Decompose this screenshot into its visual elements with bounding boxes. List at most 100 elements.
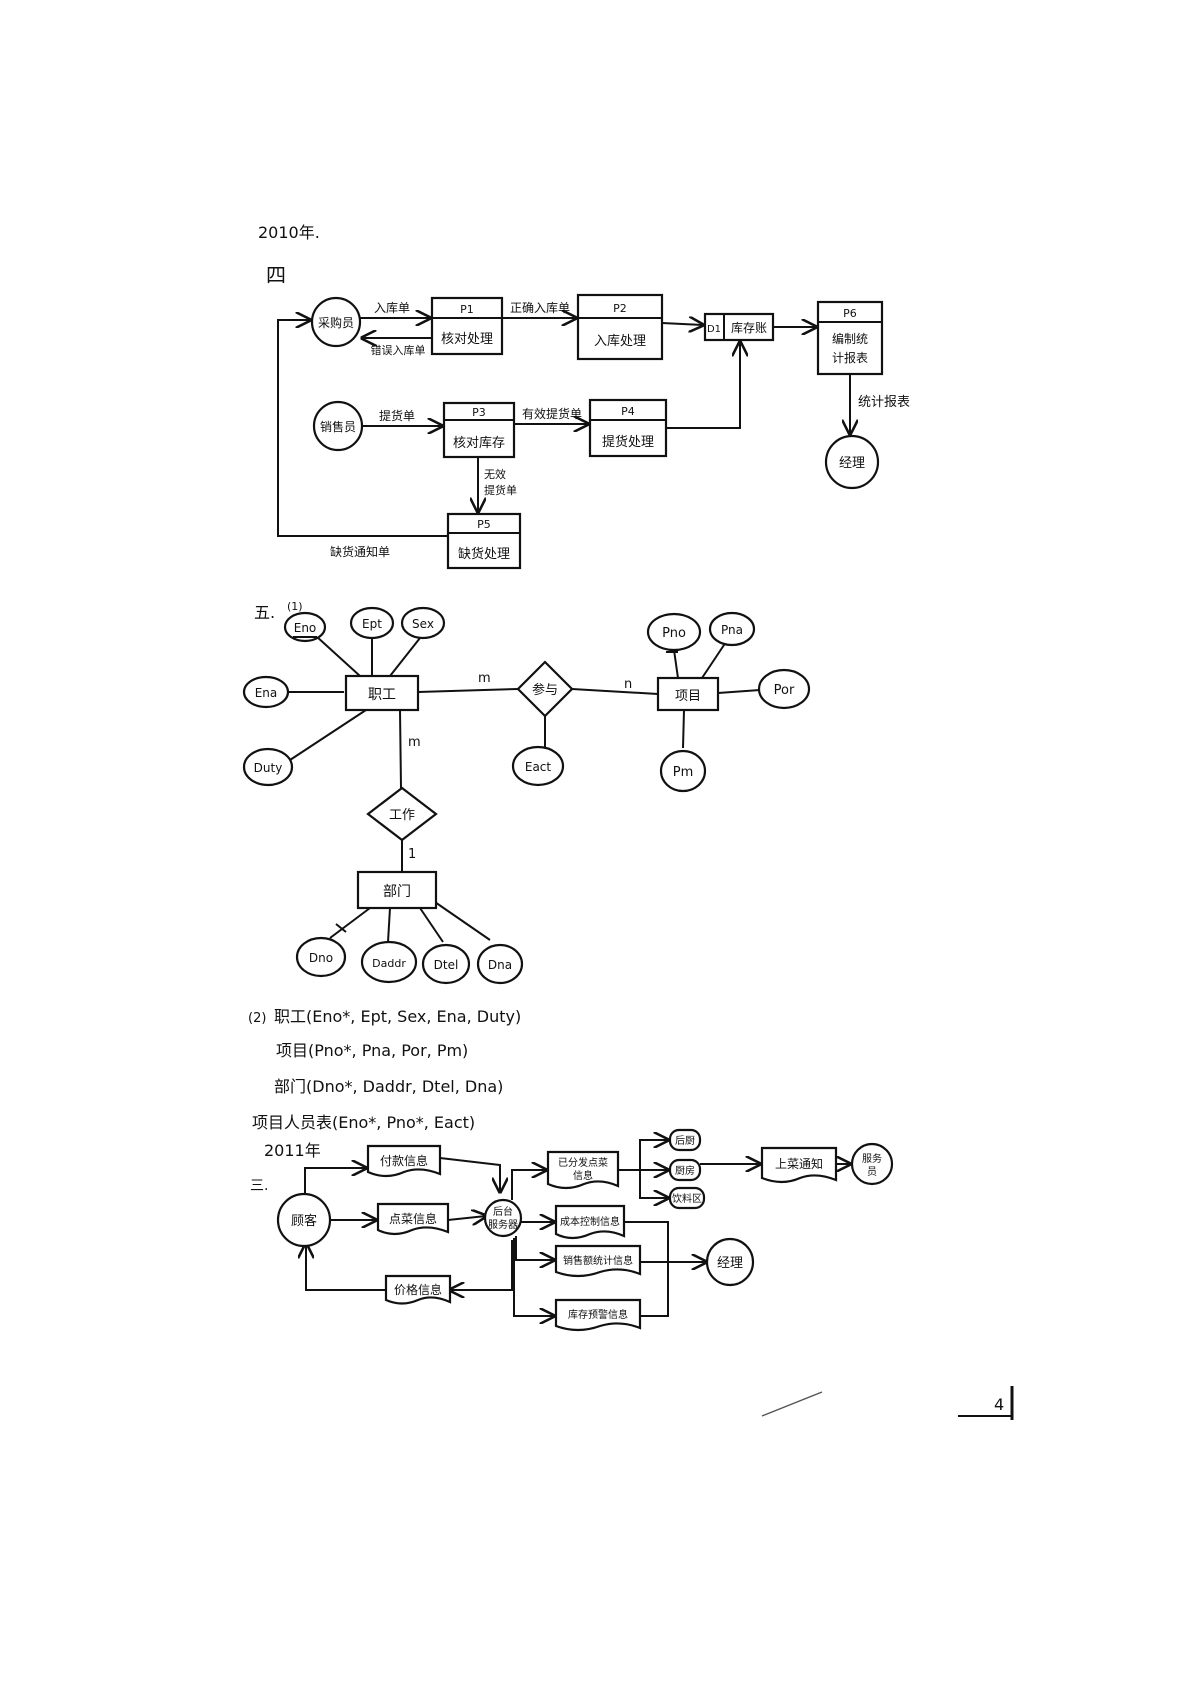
attr-eno-label: Eno xyxy=(294,621,317,635)
station-chef-label: 厨房 xyxy=(675,1164,695,1177)
attr-pno-label: Pno xyxy=(662,626,686,641)
process-p1-id: P1 xyxy=(460,303,474,316)
attr-eact xyxy=(511,745,565,787)
flow-shortage-notice: 缺货通知单 xyxy=(330,544,390,559)
process-p5-id: P5 xyxy=(477,518,491,531)
entity-seller-label: 销售员 xyxy=(320,419,356,434)
doc-dispatched-label-1: 已分发点菜 xyxy=(558,1156,608,1169)
attr-ept-label: Ept xyxy=(362,617,382,631)
schema-project-staff: 项目人员表(Eno*, Pno*, Eact) xyxy=(252,1113,475,1132)
doc-dispatched-label-2: 信息 xyxy=(573,1169,593,1182)
doc-cost-report xyxy=(554,1204,626,1240)
q3-customer xyxy=(276,1192,332,1248)
doc-price-info xyxy=(384,1274,452,1305)
attr-pna xyxy=(708,611,756,647)
station-chef xyxy=(668,1158,702,1182)
attr-pno xyxy=(646,612,702,652)
attr-daddr xyxy=(360,940,418,984)
schema-employee: 职工(Eno*, Ept, Sex, Ena, Duty) xyxy=(274,1007,521,1026)
entity-employee-label: 职工 xyxy=(368,687,396,703)
doc-order-info-label: 点菜信息 xyxy=(389,1211,437,1226)
doc-dispatched-order xyxy=(546,1150,620,1190)
doc-inventory-report-label: 库存预警信息 xyxy=(568,1308,628,1321)
attr-pm-label: Pm xyxy=(673,765,694,780)
q4-dfd: 采购员 销售员 经理 P1 核对处理 P2 入库处理 D1 库存账 P6 编制统… xyxy=(277,293,910,570)
process-p6-name-1: 编制统 xyxy=(832,331,868,346)
process-p3-id: P3 xyxy=(472,406,486,419)
q4-heading: 四 xyxy=(266,263,286,287)
attr-ena xyxy=(242,675,290,709)
q3-2011-diagram: 顾客 付款信息 点菜信息 价格信息 后台 服务器 已分发点菜 信息 后厨 厨房 … xyxy=(276,1128,894,1332)
attr-ena-label: Ena xyxy=(255,686,278,700)
q3-manager-label: 经理 xyxy=(717,1256,743,1271)
attr-dna-label: Dna xyxy=(488,958,512,972)
attr-dtel xyxy=(421,943,471,985)
process-p5 xyxy=(446,512,522,570)
q3-backend-label-1: 后台 xyxy=(493,1205,513,1218)
card-m-work: m xyxy=(408,735,421,750)
entity-buyer xyxy=(310,296,362,348)
attr-eno xyxy=(283,611,327,643)
attr-por xyxy=(757,668,811,710)
entity-project xyxy=(656,676,720,712)
q3-backend-server xyxy=(483,1198,523,1238)
process-p2 xyxy=(576,293,664,361)
schema-project: 项目(Pno*, Pna, Por, Pm) xyxy=(276,1041,468,1060)
doc-payment-info xyxy=(366,1144,442,1178)
attr-dno-label: Dno xyxy=(309,951,333,965)
q3-waiter-label-2: 员 xyxy=(867,1166,877,1178)
flow-invalid-1: 无效 xyxy=(484,467,506,481)
flow-valid-pickup: 有效提货单 xyxy=(522,406,582,421)
flow-in-order: 入库单 xyxy=(374,300,410,315)
entity-employee xyxy=(344,674,420,712)
process-p1 xyxy=(430,296,504,356)
flow-invalid-2: 提货单 xyxy=(484,483,517,497)
year-2011-label: 2011年 xyxy=(264,1141,321,1160)
flow-correct-order: 正确入库单 xyxy=(510,300,570,315)
station-kitchen xyxy=(668,1128,702,1152)
attr-sex-label: Sex xyxy=(412,617,434,631)
flow-wrong-order: 错误入库单 xyxy=(371,343,426,357)
entity-department xyxy=(356,870,438,910)
datastore-d1-name: 库存账 xyxy=(731,320,767,335)
attr-dtel-label: Dtel xyxy=(434,958,459,972)
q5-heading: 五. xyxy=(254,603,275,622)
entity-buyer-label: 采购员 xyxy=(318,315,354,330)
entity-project-label: 项目 xyxy=(675,689,701,704)
card-1-work: 1 xyxy=(408,847,416,862)
flow-stat-report: 统计报表 xyxy=(858,395,910,410)
q5-er-diagram: 职工 项目 部门 参与 工作 m n m 1 Eno Ept Sex Ena D… xyxy=(242,606,811,985)
year-2010-label: 2010年. xyxy=(258,223,320,242)
card-n-task: n xyxy=(624,677,632,692)
process-p5-name: 缺货处理 xyxy=(458,546,510,562)
process-p3 xyxy=(442,401,516,459)
process-p1-name: 核对处理 xyxy=(441,332,493,347)
relationship-task xyxy=(516,660,574,718)
process-p4 xyxy=(588,398,668,458)
attr-ept xyxy=(349,606,395,640)
relationship-task-label: 参与 xyxy=(532,682,558,698)
q3-waiter-label-1: 服务 xyxy=(862,1152,882,1165)
doc-serve-notice-label: 上菜通知 xyxy=(775,1157,823,1171)
flow-shortage-line xyxy=(277,320,448,537)
relationship-work-label: 工作 xyxy=(389,808,415,823)
relationship-work xyxy=(366,786,438,842)
doc-sales-report-label: 销售额统计信息 xyxy=(563,1254,633,1267)
q3-waiter xyxy=(850,1142,894,1186)
doc-order-info xyxy=(376,1202,450,1236)
process-p4-name: 提货处理 xyxy=(602,434,654,450)
doc-payment-info-label: 付款信息 xyxy=(380,1153,428,1168)
process-p6-name-2: 计报表 xyxy=(832,350,868,365)
attr-dna xyxy=(476,943,524,985)
datastore-d1-id: D1 xyxy=(707,324,721,335)
q5-sub2: (2) xyxy=(248,1011,266,1026)
attr-duty-label: Duty xyxy=(254,761,283,775)
attr-pna-label: Pna xyxy=(721,623,743,637)
attr-pm xyxy=(659,749,707,793)
process-p6-id: P6 xyxy=(843,307,857,320)
card-m-task: m xyxy=(478,671,491,686)
flow-pickup-order: 提货单 xyxy=(379,408,415,423)
q3-manager xyxy=(705,1237,755,1287)
q3-customer-label: 顾客 xyxy=(291,1213,317,1229)
